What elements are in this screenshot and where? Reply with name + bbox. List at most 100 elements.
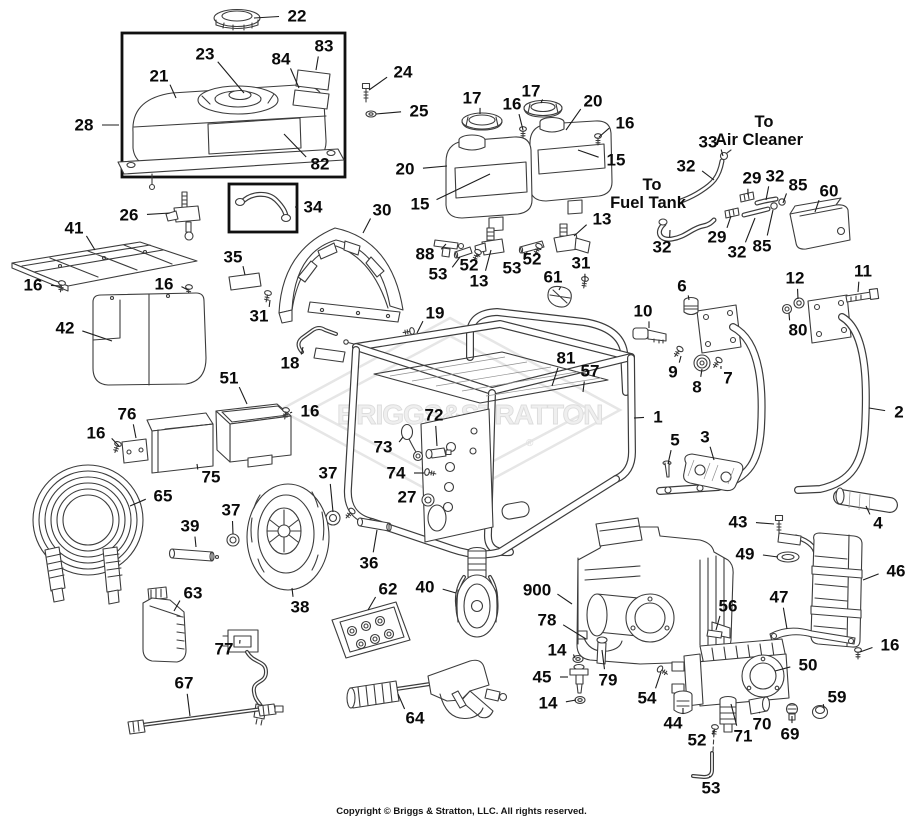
callout-54: 54 [638,689,657,708]
leader-line-29 [726,215,732,229]
bolt-43 [774,514,784,535]
callout-1: 1 [653,408,662,427]
screw-16-plate76 [111,440,123,455]
callout-12: 12 [786,269,805,288]
callout-82: 82 [311,155,330,174]
watermark-registered: ® [526,438,534,449]
leader-line-84 [289,68,300,89]
leader-line-37 [329,483,334,513]
leader-line-32 [701,170,715,181]
copyright-notice: Copyright © Briggs & Stratton, LLC. All … [336,806,587,817]
callout-24: 24 [394,63,413,82]
leader-line-8 [700,368,703,377]
callout-37: 37 [222,501,241,520]
leader-line-16 [181,286,189,291]
callout-65: 65 [154,487,173,506]
leader-line-63 [173,600,181,612]
callout-70: 70 [753,715,772,734]
leader-line-85 [766,209,774,236]
leader-line-88 [440,243,447,250]
callout-81: 81 [557,349,576,368]
callout-16: 16 [301,402,320,421]
part-pin-5 [662,460,672,478]
leader-line-14 [565,699,577,703]
callout-74: 74 [387,464,406,483]
leader-line-46 [862,573,879,581]
part-nozzle-kit-62 [331,601,411,659]
callout-84: 84 [272,50,291,69]
leader-line-11 [857,281,860,293]
leader-line-36 [372,529,378,553]
callout-62: 62 [379,580,398,599]
callout-20: 20 [584,92,603,111]
callout-16: 16 [24,276,43,295]
leader-line-35 [242,266,246,276]
part-washer-12 [793,297,805,309]
callout-88: 88 [416,245,435,264]
part-gun-64 [346,659,508,720]
leader-line-32 [744,217,756,243]
leader-line-9 [678,355,682,363]
part-fender-30 [278,227,404,324]
part-grommet-8 [693,354,711,372]
part-pin-53-left [453,246,473,259]
callout-43: 43 [729,513,748,532]
leader-line-26 [146,212,171,216]
leader-line-15 [436,173,491,201]
part-fitting-29-lower [724,207,740,219]
callout-46: 46 [887,562,906,581]
leader-line-16 [289,411,293,414]
callout-44: 44 [664,714,683,733]
part-jtube-53 [691,751,714,779]
callout-85: 85 [753,237,772,256]
leader-line-38 [291,587,294,597]
leader-line-25 [375,111,402,115]
part-plate-76 [121,438,149,464]
leader-line-2 [868,407,886,412]
callout-67: 67 [175,674,194,693]
callout-51: 51 [220,369,239,388]
callout-53: 53 [429,265,448,284]
callout-34: 34 [304,198,323,217]
leader-line-31 [268,299,271,307]
part-wheel-38 [246,483,330,591]
part-fitting-45 [569,663,589,694]
leader-line-41 [85,235,96,251]
leader-line-18 [300,346,304,355]
leader-line-19 [416,320,424,334]
callout-52: 52 [460,256,479,275]
leader-line-1 [633,416,645,419]
callout-32: 32 [766,167,785,186]
leader-line-40 [442,588,457,594]
leader-line-6 [687,295,690,301]
callout-5: 5 [670,431,679,450]
screw-16-muffler [854,647,862,660]
bolt-24 [361,82,371,103]
part-fitting-72 [425,447,452,460]
part-lance-67 [127,703,284,735]
part-fuel-cap-17-right [523,99,563,118]
part-fuel-cap-17-left [461,112,503,131]
part-pump-50 [671,638,790,707]
part-hose-32-upper-short [754,196,779,206]
callout-8: 8 [692,378,701,397]
leader-line-50 [774,666,791,672]
callout-61: 61 [544,268,563,287]
part-axle-tube-36 [343,506,392,532]
leader-line-16 [859,646,873,653]
part-bracket-47 [769,627,856,645]
callout-38: 38 [291,598,310,617]
leader-line-60 [814,199,820,213]
callout-16: 16 [503,95,522,114]
callout-7: 7 [723,369,732,388]
leader-line-67 [186,693,191,717]
callout-16: 16 [87,424,106,443]
callout-32: 32 [728,243,747,262]
leader-line-79 [601,649,606,670]
callout-19: 19 [426,304,445,323]
callout-4: 4 [873,514,883,533]
nut-14-lower [574,696,586,704]
leader-line-33 [720,149,724,157]
callout-52: 52 [523,250,542,269]
